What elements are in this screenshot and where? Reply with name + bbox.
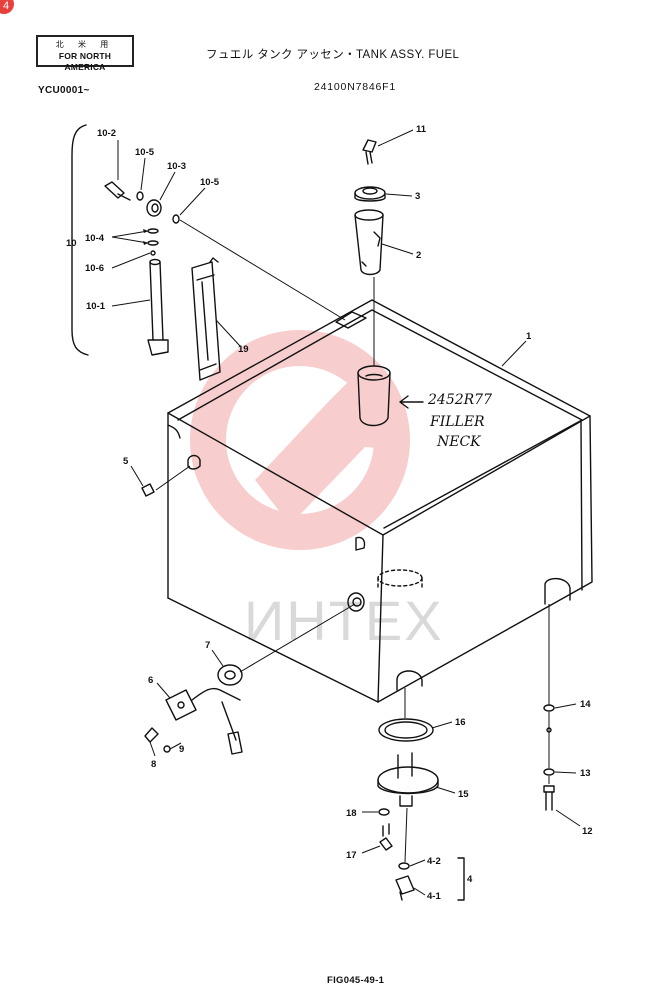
washer-13 [543,768,555,776]
region-label-jp: 北 米 用 [55,40,115,49]
callout-10-6: 10-6 [85,263,104,274]
group-bracket-10 [71,124,89,356]
callout-9: 9 [179,744,184,755]
callout-7: 7 [205,640,210,651]
fuel-cap [354,186,386,202]
filler-pipe [354,209,384,276]
gasket-7 [217,664,243,686]
callout-4: 4 [467,874,473,885]
sender-port [347,592,365,612]
washer-10-5a [136,191,144,201]
screw-8 [144,727,159,743]
callout-14: 14 [580,699,591,710]
o-ring-10-4b [147,240,159,246]
corner-badge-number: 4 [2,0,10,12]
corner-badge: 4 [0,0,14,14]
callout-10-1: 10-1 [86,301,106,312]
callout-13: 13 [580,768,591,779]
note-line-3: NECK [436,434,482,450]
drain-plug [141,483,155,497]
ball-10-6 [150,250,156,256]
callout-4-1: 4-1 [427,891,441,902]
callout-18: 18 [346,808,357,819]
washer-10-5b [172,214,180,224]
region-box: 北 米 用 FOR NORTH AMERICA [36,35,134,72]
cap-key [362,139,377,165]
fuel-tank [167,299,593,703]
internal-port-dashed [377,569,423,587]
side-boss [187,454,201,470]
tank-corner-boss [355,536,366,551]
tank-top-bracket [335,311,367,329]
callout-10-4: 10-4 [85,233,105,244]
callout-15: 15 [458,789,469,800]
handwritten-note: 2452R77 FILLER NECK [427,392,492,450]
note-line-1: 2452R77 [427,392,492,408]
tank-lug-right [544,577,571,605]
callout-6: 6 [148,675,153,686]
drain-valve [395,862,415,901]
washer-14 [543,704,555,712]
suction-plate [377,752,439,807]
washer-9 [163,745,171,753]
callout-4-2: 4-2 [427,856,441,867]
note-line-2: FILLER [429,414,485,430]
callout-5: 5 [123,456,129,467]
callout-8: 8 [151,759,156,770]
gauge-bolt-rod [147,258,169,356]
callout-2: 2 [416,250,421,261]
callout-12: 12 [582,826,593,837]
callout-11: 11 [416,124,427,135]
callout-17: 17 [346,850,357,861]
fuel-sender [165,687,243,755]
diagram-title: フュエル タンク アッセン・TANK ASSY. FUEL [206,49,460,61]
callout-16: 16 [455,717,466,728]
note-arrow [399,395,424,409]
level-gauge [191,257,221,381]
callout-19: 19 [238,344,249,355]
region-label-en: FOR NORTH AMERICA [58,51,112,72]
bolt-12 [543,785,555,811]
callout-10-5a: 10-5 [135,147,155,158]
o-ring-16 [378,718,434,742]
callout-10-2: 10-2 [97,128,116,139]
callout-10: 10 [66,238,77,249]
nut-10-3 [146,199,162,217]
serial-range: YCU0001~ [38,85,90,96]
watermark-logo [190,330,410,550]
group-bracket-4 [457,857,465,901]
callout-3: 3 [415,191,420,202]
o-ring-10-4a [147,228,159,234]
tank-lug-bottom [396,670,423,691]
assembly-part-number: 24100N7846F1 [314,81,396,93]
callout-10-5b: 10-5 [200,177,220,188]
watermark-text: ИНТЕХ [244,589,444,652]
bolt-10-2 [104,181,131,201]
callout-1: 1 [526,331,532,342]
figure-label: FIG045-49-1 [327,975,385,986]
washer-18 [378,808,390,816]
bolt-17 [379,837,393,851]
callout-10-3: 10-3 [167,161,186,172]
